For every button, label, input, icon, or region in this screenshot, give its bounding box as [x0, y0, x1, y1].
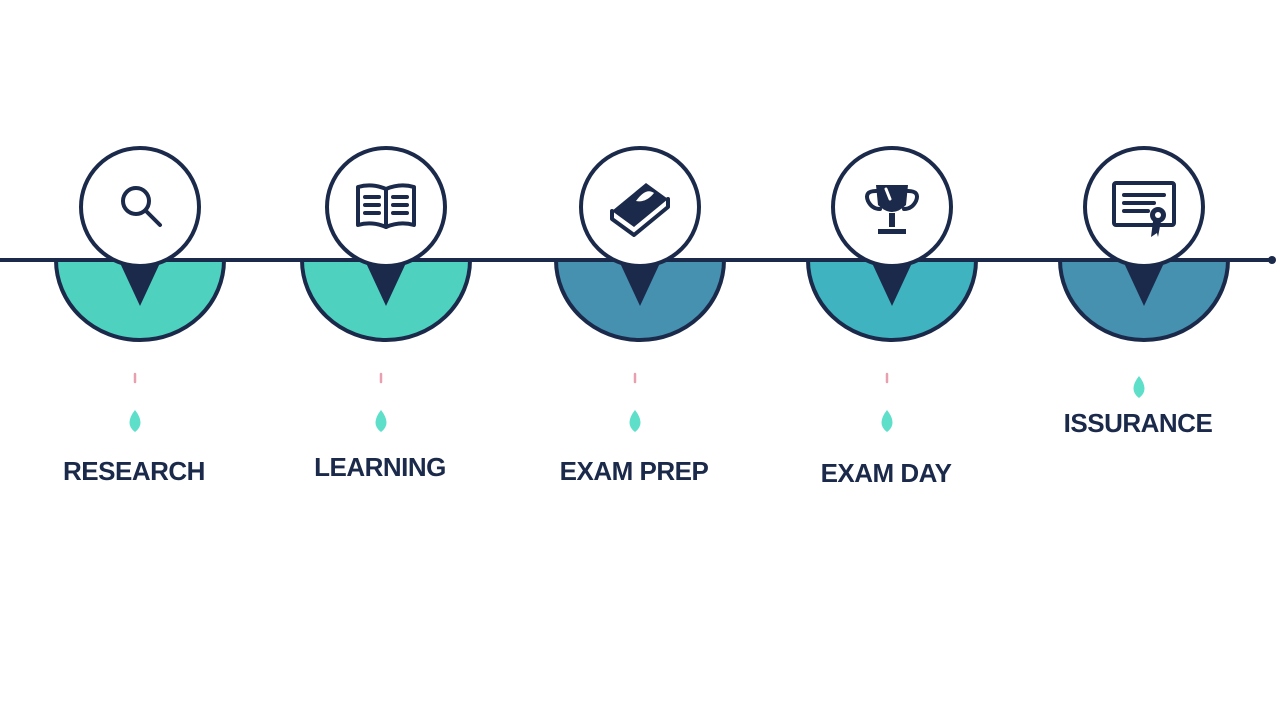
magnifier-icon: [121, 186, 162, 227]
step-label: LEARNING: [314, 452, 446, 482]
pin-circle: [1083, 146, 1205, 268]
closed-book-icon: [610, 183, 670, 237]
drop-icon: [629, 410, 641, 432]
drop-icon: [129, 410, 141, 432]
step-label: EXAM DAY: [820, 458, 952, 488]
timeline-step: [1057, 146, 1231, 398]
drop-icon: [375, 410, 387, 432]
drop-icon: [881, 410, 893, 432]
step-label: ISSURANCE: [1063, 408, 1213, 438]
timeline-end-dot: [1268, 256, 1276, 264]
step-label: EXAM PREP: [559, 456, 709, 486]
certificate-icon: [1112, 181, 1176, 237]
timeline-step: [53, 146, 227, 432]
drop-icon: [1133, 376, 1145, 398]
timeline-step: [805, 146, 979, 432]
timeline-step: [299, 146, 473, 432]
pin-circle: [79, 146, 201, 268]
trophy-icon: [865, 185, 919, 234]
timeline-step: [553, 146, 727, 432]
step-label: RESEARCH: [63, 456, 205, 486]
open-book-icon: [356, 183, 416, 229]
